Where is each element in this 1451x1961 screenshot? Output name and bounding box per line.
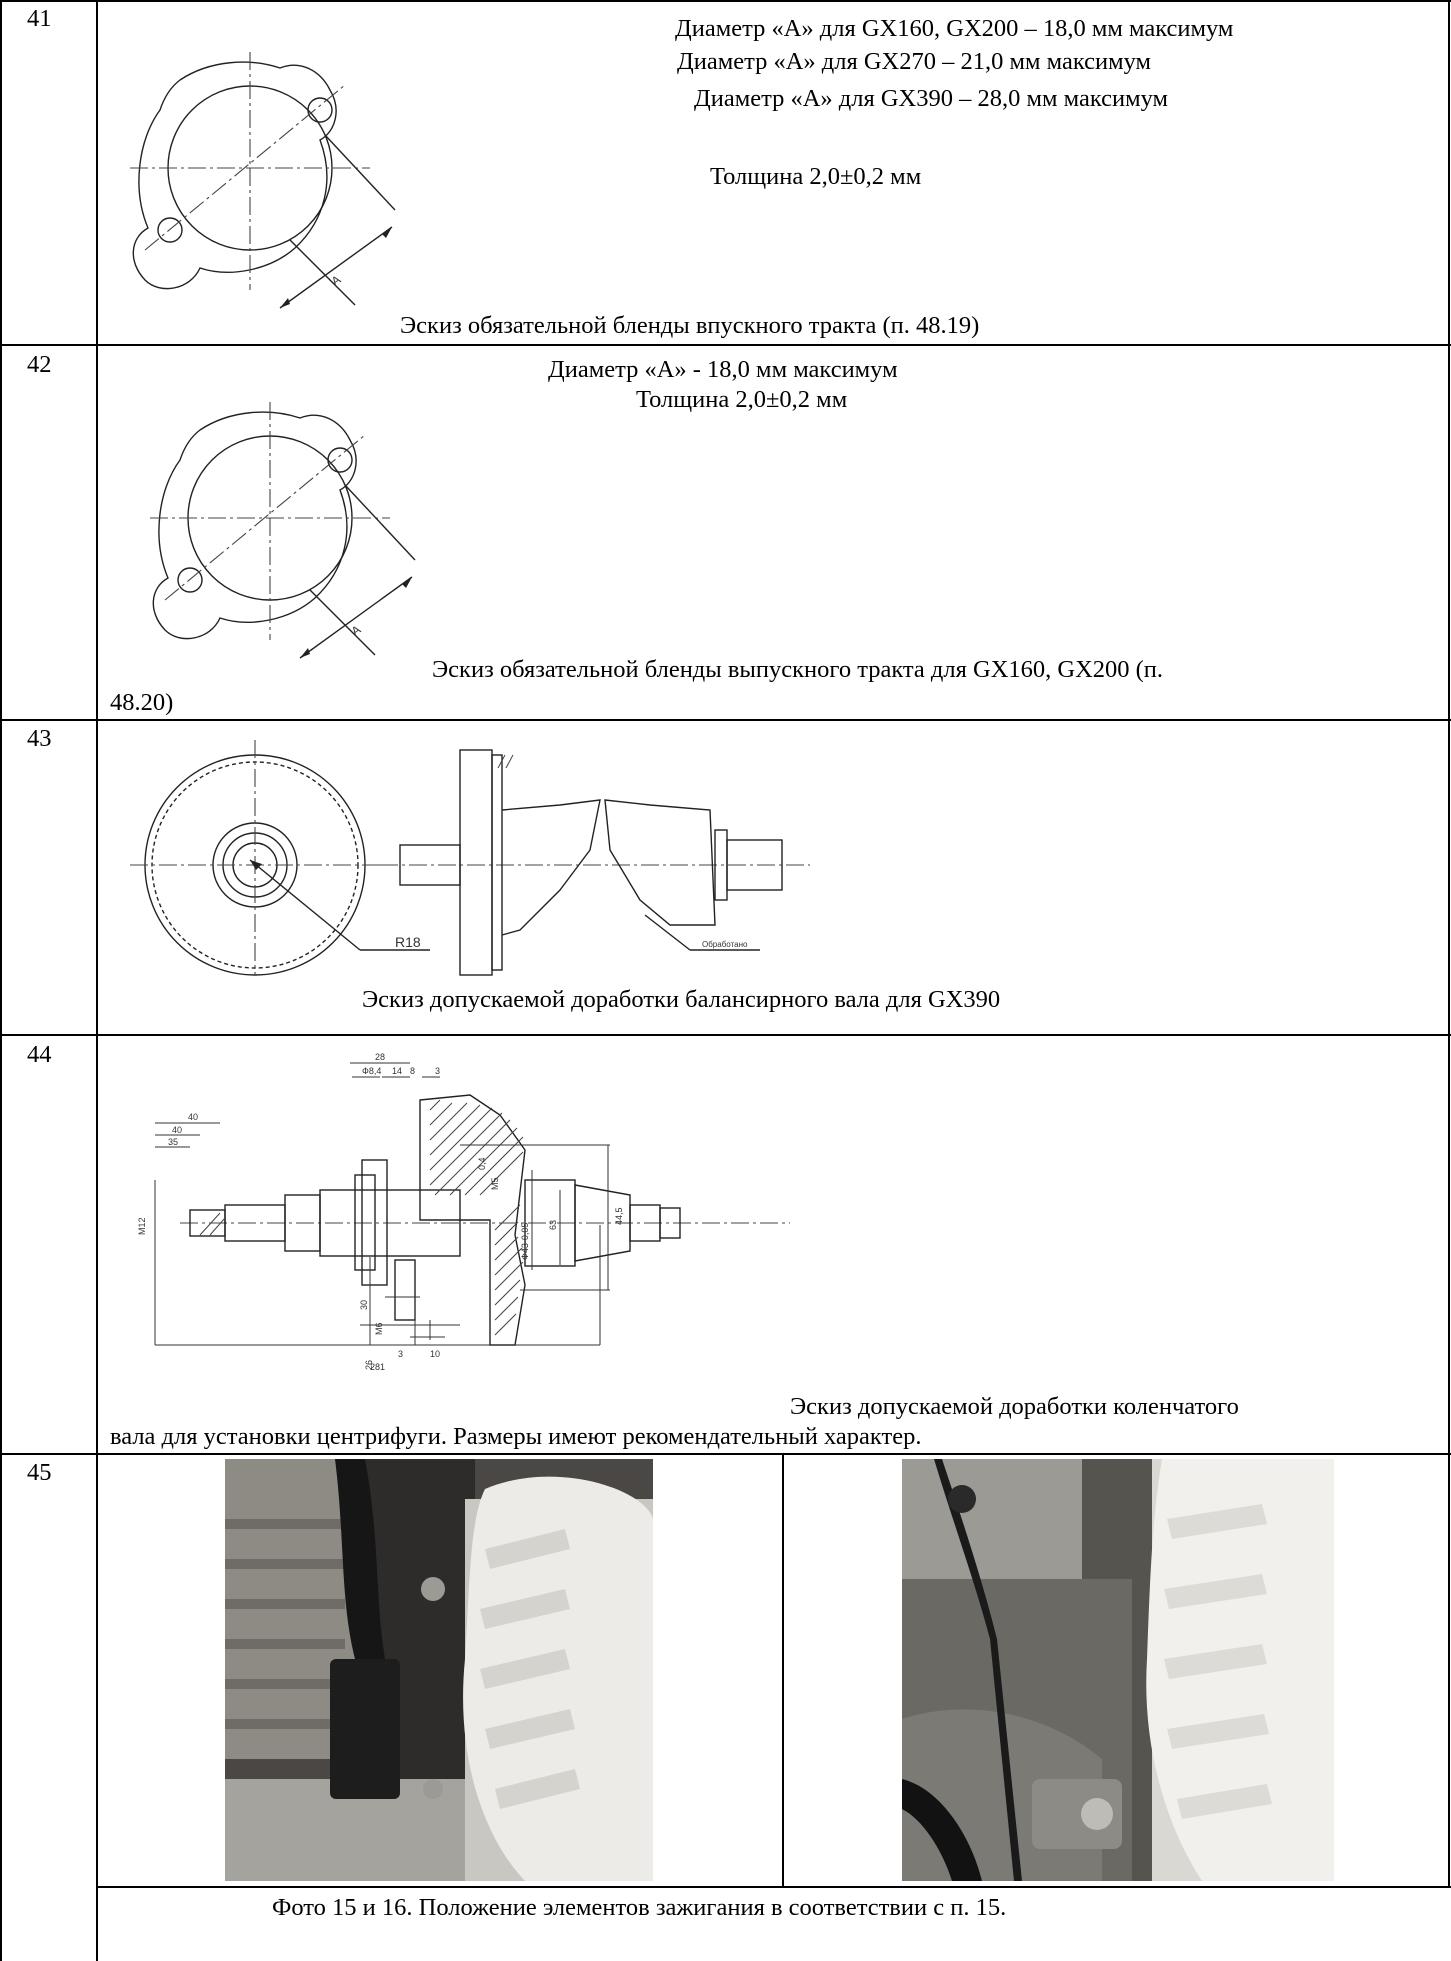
- photo-16: [902, 1459, 1334, 1881]
- dim-m5: M5: [490, 1177, 500, 1190]
- row-caption: Эскиз обязательной бленды впускного трак…: [400, 312, 980, 339]
- dim-28: 28: [375, 1052, 385, 1062]
- balance-shaft-drawing: R18 Обработано: [130, 740, 810, 976]
- dim-84: Ф8,4: [362, 1066, 381, 1076]
- dim-3-top: 3: [435, 1066, 440, 1076]
- diameter-gx390-text: Диаметр «А» для GX390 – 28,0 мм максимум: [694, 85, 1169, 112]
- row-number: 42: [27, 351, 52, 378]
- crankshaft-drawing: 40 40 35 M12 28 Ф8,4 14 8 3 0,4 M5 Ф43-0…: [137, 1052, 790, 1372]
- dim-14: 14: [392, 1066, 402, 1076]
- row-caption-line2: вала для установки центрифуги. Размеры и…: [110, 1423, 922, 1450]
- row-number: 41: [27, 5, 52, 32]
- row-caption-line1: Эскиз обязательной бленды выпускного тра…: [432, 656, 1164, 683]
- thickness-text: Толщина 2,0±0,2 мм: [636, 386, 848, 413]
- dim-35: 35: [168, 1137, 178, 1147]
- radius-label: R18: [395, 934, 421, 950]
- dim-10: 10: [430, 1349, 440, 1359]
- dim-40a: 40: [188, 1112, 198, 1122]
- dim-43: Ф43-0,05: [520, 1223, 530, 1260]
- dim-04: 0,4: [477, 1157, 487, 1170]
- dim-63: 63: [548, 1220, 558, 1230]
- intake-shroud-drawing: A: [130, 52, 396, 309]
- row-caption: Фото 15 и 16. Положение элементов зажига…: [272, 1894, 1007, 1921]
- dim-3-bottom: 3: [398, 1349, 403, 1359]
- row-caption: Эскиз допускаемой доработки балансирного…: [362, 986, 1001, 1013]
- dim-40b: 40: [172, 1125, 182, 1135]
- diameter-gx160-text: Диаметр «А» для GX160, GX200 – 18,0 мм м…: [675, 15, 1234, 42]
- dim-26: 26: [364, 1360, 374, 1370]
- row-number: 45: [27, 1459, 52, 1486]
- dim-label: A: [349, 622, 364, 638]
- dim-m6: M6: [374, 1322, 384, 1335]
- dim-30: 30: [359, 1300, 369, 1310]
- dim-8: 8: [410, 1066, 415, 1076]
- exhaust-shroud-drawing: A: [150, 402, 416, 659]
- dim-445: 44,5: [614, 1207, 624, 1225]
- row-caption-line2: 48.20): [110, 689, 174, 716]
- dim-m12: M12: [137, 1217, 147, 1235]
- diameter-gx270-text: Диаметр «А» для GX270 – 21,0 мм максимум: [677, 48, 1152, 75]
- row-caption-line1: Эскиз допускаемой доработки коленчатого: [790, 1393, 1239, 1420]
- machined-note: Обработано: [702, 940, 748, 949]
- diameter-text: Диаметр «А» - 18,0 мм максимум: [548, 356, 898, 383]
- thickness-text: Толщина 2,0±0,2 мм: [710, 163, 922, 190]
- row-number: 44: [27, 1041, 52, 1068]
- dim-label: A: [329, 272, 344, 288]
- photo-15: [225, 1459, 653, 1881]
- row-number: 43: [27, 725, 52, 752]
- dim-281: 281: [370, 1362, 385, 1372]
